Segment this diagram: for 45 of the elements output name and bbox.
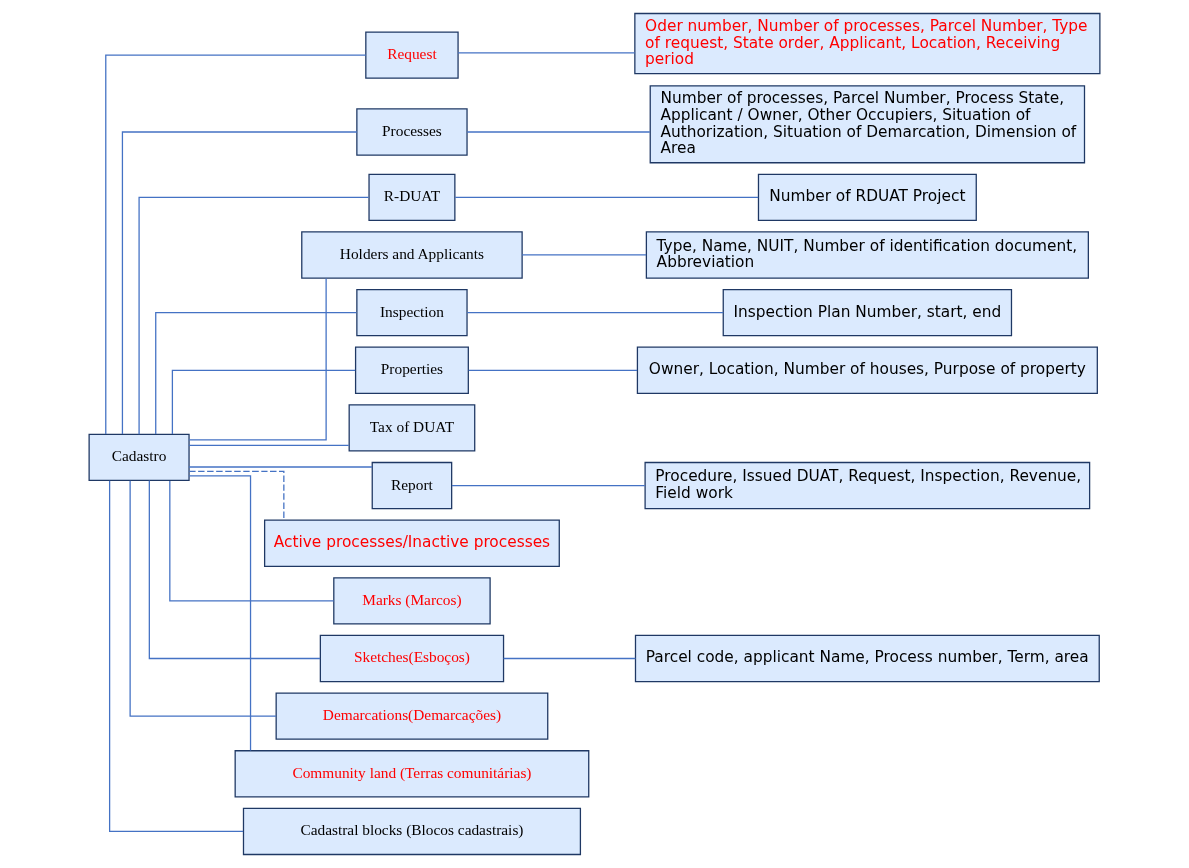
node-box: Tax of DUAT [348, 404, 476, 452]
connector [188, 444, 350, 447]
connector [521, 254, 647, 256]
node-box: Inspection [356, 288, 468, 337]
connector [454, 196, 759, 198]
node-box: Owner, Location, Number of houses, Purpose of property [636, 346, 1098, 394]
node-box: Type, Name, NUIT, Number of identification document, Abbreviation [645, 231, 1089, 279]
node-box: Inspection Plan Number, start, end [722, 288, 1013, 337]
node-box: Cadastro [88, 433, 190, 482]
node-box: Report [371, 461, 453, 510]
connector [171, 369, 356, 435]
connector [457, 52, 636, 54]
node-box: Demarcations(Demarcações) [275, 692, 549, 740]
node-box: Properties [354, 346, 469, 394]
node-box: Marks (Marcos) [333, 577, 491, 625]
connector [109, 480, 244, 833]
node-box: Holders and Applicants [301, 231, 523, 279]
node-box: R-DUAT [368, 173, 456, 221]
connector [121, 131, 358, 435]
connector [188, 475, 252, 752]
node-box: Cadastral blocks (Blocos cadastrais) [242, 807, 582, 856]
node-box: Number of processes, Parcel Number, Process State, Applicant / Owner, Other Occupiers, Situation of Authorization, Situation of Demarcation, Dimension of Area [649, 85, 1086, 164]
connector [466, 312, 724, 314]
node-box: Procedure, Issued DUAT, Request, Inspection, Revenue, Field work [644, 461, 1091, 510]
node-box: Sketches(Esboços) [319, 634, 505, 683]
connector [188, 470, 285, 521]
node-box: Oder number, Number of processes, Parcel Number, Type of request, State order, Applicant, Location, Receiving period [634, 12, 1101, 75]
connector [138, 196, 370, 435]
connector [466, 131, 651, 133]
connector [129, 480, 277, 717]
node-box: Processes [356, 108, 468, 156]
connector [468, 369, 638, 371]
connector [105, 54, 367, 435]
connector [169, 480, 335, 602]
connector [188, 466, 373, 468]
connector [155, 312, 357, 435]
node-box: Request [365, 31, 459, 79]
node-box: Number of RDUAT Project [757, 173, 977, 221]
node-box: Community land (Terras comunitárias) [234, 750, 590, 798]
connector [502, 657, 637, 660]
connector [148, 479, 321, 660]
connector [188, 277, 327, 441]
node-box: Active processes/Inactive processes [264, 519, 560, 567]
node-box: Parcel code, applicant Name, Process number, Term, area [634, 634, 1100, 683]
connector [451, 484, 646, 487]
